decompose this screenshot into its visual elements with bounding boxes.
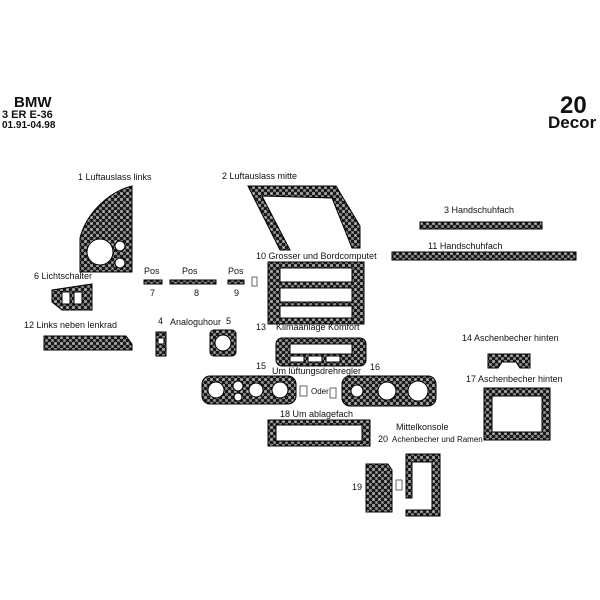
label-number-13: 13 (256, 322, 267, 332)
label-number-19: 19 (352, 482, 363, 492)
part-7-strip (143, 279, 163, 285)
part-15-alt-outline (299, 385, 308, 397)
label-part-17: 17 Aschenbecher hinten (466, 374, 563, 384)
part-9-alt-outline (251, 276, 258, 287)
part-16-fan-knob-trim (341, 375, 437, 407)
label-part-6: 6 Lichtschalter (34, 271, 93, 281)
label-aschenbecher-ramen: Achenbecher und Ramen (392, 435, 483, 444)
label-klimaanlage: Klimaanlage Komfort (276, 322, 360, 332)
label-luftungsdrehregler: Um lüftungsdrehregler (272, 366, 362, 376)
part-6-light-switch-trim (51, 283, 93, 311)
part-18-storage-tray-frame (267, 419, 371, 447)
part-19-console-side-trim (365, 463, 393, 513)
label-part-14: 14 Aschenbecher hinten (462, 333, 559, 343)
label-number-5: 5 (226, 316, 232, 326)
years-title: 01.91-04.98 (2, 120, 56, 131)
part-20-center-console-frame (405, 453, 441, 517)
label-part-3: 3 Handschuhfach (444, 205, 515, 215)
label-part-1: 1 Luftauslass links (78, 172, 152, 182)
label-number-16: 16 (370, 362, 381, 372)
label-part-18: 18 Um ablagefach (280, 409, 354, 419)
make-title: BMW (14, 94, 52, 111)
model-title: 3 ER E-36 (2, 109, 53, 121)
part-15-fan-knob-trim (201, 375, 297, 405)
label-number-7: 7 (150, 288, 156, 298)
part-19-alt-outline (395, 479, 403, 491)
label-number-15: 15 (256, 361, 267, 371)
part-4-clock-trim (155, 331, 167, 357)
label-analoguhour: Analoguhour (170, 317, 222, 327)
label-pos-7: Pos (144, 266, 160, 276)
label-number-9: 9 (234, 288, 240, 298)
label-part-11: 11 Handschuhfach (428, 241, 503, 251)
piece-count: 20 (560, 92, 587, 119)
label-pos-8: Pos (182, 266, 198, 276)
part-1-left-vent-trim (79, 185, 133, 273)
label-number-4: 4 (158, 316, 164, 326)
part-16-alt-outline (329, 387, 337, 399)
label-mittelkonsole: Mittelkonsole (396, 422, 449, 432)
part-9-strip (227, 279, 245, 285)
label-oder: Oder (311, 387, 329, 396)
part-12-left-of-steering-strip (43, 335, 133, 351)
part-17-rear-ashtray-frame (483, 387, 551, 441)
label-pos-9: Pos (228, 266, 244, 276)
part-10-radio-computer-frame (267, 261, 365, 325)
label-part-10: 10 Grosser und Bordcomputet (256, 251, 377, 261)
part-8-strip (169, 279, 217, 285)
part-13-climate-control-frame (275, 337, 367, 367)
label-number-8: 8 (194, 288, 200, 298)
label-part-12: 12 Links neben lenkrad (24, 320, 118, 330)
part-14-rear-ashtray-small (487, 353, 531, 369)
part-11-glovebox-strip (391, 251, 577, 261)
decor-title: Decor (548, 113, 597, 132)
part-5-clock-ring (209, 329, 237, 357)
label-number-20: 20 (378, 434, 389, 444)
part-3-glovebox-strip (419, 221, 543, 230)
part-2-center-vent-trim (247, 185, 361, 251)
label-part-2: 2 Luftauslass mitte (222, 171, 298, 181)
